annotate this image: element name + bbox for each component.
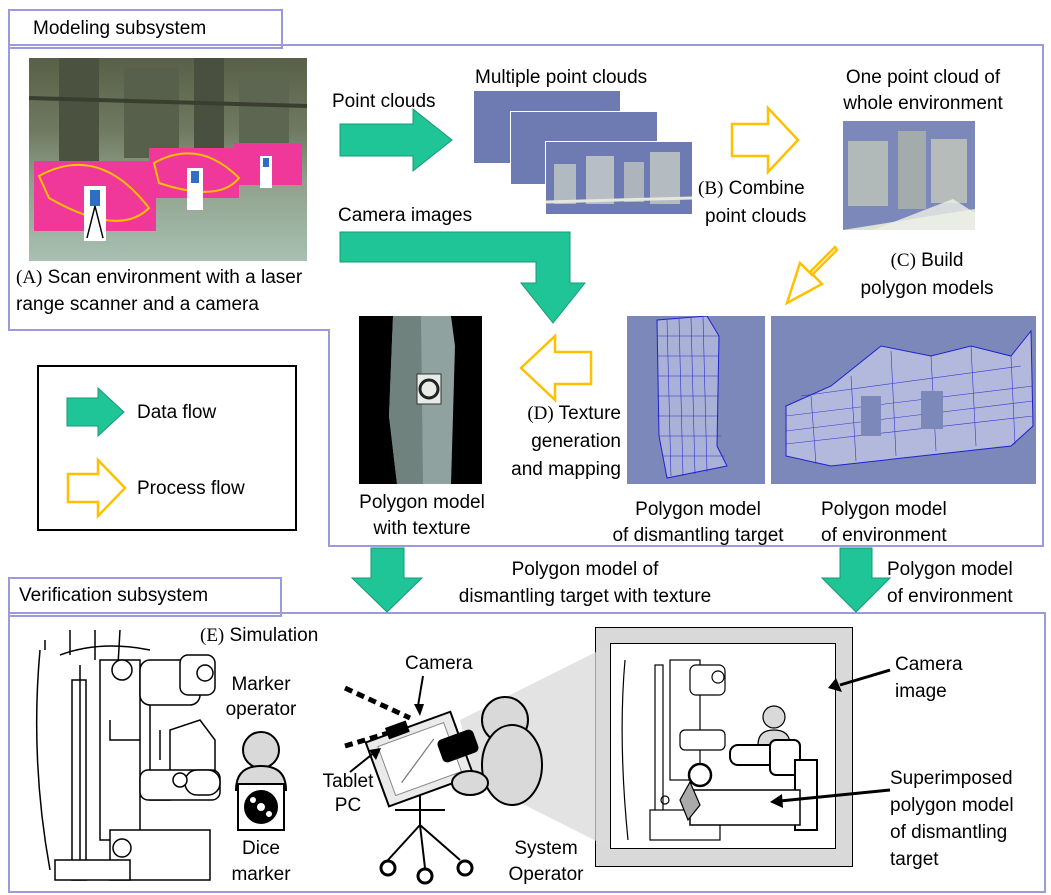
camera-image-line2: image [895,681,947,702]
scan-caption-line2: range scanner and a camera [16,294,259,315]
poly-texture-caption: Polygon model with texture [327,490,517,542]
modeling-title: Modeling subsystem [33,18,207,39]
legend-data-flow-label: Data flow [137,402,217,423]
one-point-cloud-label: One point cloud of whole environment [808,65,1038,117]
scan-caption-line1: Scan environment with a laser [42,267,303,288]
transfer-env-label: Polygon model of environment [887,556,1013,610]
texture-label: (D) Texture generation and mapping [496,400,621,484]
point-clouds-label: Point clouds [332,91,436,112]
poly-target-caption: Polygon model of dismantling target [608,497,788,549]
poly-texture-line2: with texture [373,518,471,539]
build-line1: Build [915,250,964,271]
poly-env-line1: Polygon model [821,499,947,520]
marker-operator-label: Marker operator [216,672,306,722]
marker-operator-line2: operator [225,699,297,720]
verification-title-tab [8,577,282,617]
polygon-with-texture-image [359,316,482,484]
whole-environment-point-cloud [843,121,975,230]
one-point-cloud-line2: whole environment [843,93,1003,114]
simulation-label: (E) Simulation [200,623,318,648]
step-c-marker: (C) [890,250,916,271]
step-a-marker: (A) [16,267,43,288]
poly-env-line2: of environment [821,525,947,546]
superimposed-line1: Superimposed [890,768,1013,789]
scan-caption: (A) Scan environment with a laser range … [16,264,302,318]
polygon-environment-image [771,316,1036,484]
poly-texture-line1: Polygon model [359,492,485,513]
combine-line1: Combine [723,178,805,199]
superimposed-line2: polygon model [890,795,1014,816]
multiple-point-clouds-label: Multiple point clouds [475,67,648,88]
poly-target-line2: of dismantling target [612,525,784,546]
system-operator-line1: System [514,838,578,859]
legend-box [37,365,297,531]
polygon-dismantling-target-image [627,316,765,484]
legend-process-flow-label: Process flow [137,478,245,499]
combine-line2: point clouds [705,206,807,227]
dice-marker-label: Dice marker [221,836,301,888]
tablet-label: Tablet PC [318,770,378,818]
combine-label: (B) Combine point clouds [698,175,806,231]
transfer-env-line2: of environment [887,586,1013,607]
modeling-title-tab [8,9,283,49]
camera-images-label: Camera images [338,205,473,226]
dice-marker-line1: Dice [241,838,280,859]
superimposed-line3: of dismantling [890,822,1008,843]
poly-env-caption: Polygon model of environment [821,497,947,549]
marker-operator-line1: Marker [231,674,291,695]
dice-marker-line2: marker [231,864,291,885]
transfer-target-line1: Polygon model of [511,559,659,580]
point-cloud-image-3 [545,141,693,215]
camera-image-label: Camera image [895,651,963,705]
step-e-marker: (E) [200,625,225,646]
transfer-target-label: Polygon model of dismantling target with… [400,556,770,610]
superimposed-label: Superimposed polygon model of dismantlin… [890,765,1014,873]
step-b-marker: (B) [698,178,724,199]
texture-line2: generation [531,431,621,452]
texture-line3: and mapping [511,459,621,480]
camera-image-inner [610,643,836,849]
scan-environment-photo [29,58,307,261]
camera-image-line1: Camera [895,654,963,675]
texture-line1: Texture [553,403,621,424]
verification-title: Verification subsystem [19,585,209,606]
one-point-cloud-line1: One point cloud of [845,67,1001,88]
camera-label: Camera [405,653,473,674]
superimposed-line4: target [890,849,939,870]
simulation-text: Simulation [224,625,319,646]
transfer-env-line1: Polygon model [887,559,1013,580]
modeling-frame [8,44,1044,547]
tablet-line1: Tablet [322,771,374,792]
transfer-target-line2: dismantling target with texture [458,586,712,607]
build-label: (C) Build polygon models [832,247,1022,303]
step-d-marker: (D) [527,403,554,424]
verification-frame [8,612,1046,893]
system-operator-label: System Operator [496,836,596,888]
system-operator-line2: Operator [508,864,584,885]
poly-target-line1: Polygon model [635,499,761,520]
tablet-line2: PC [334,795,362,816]
build-line2: polygon models [860,278,994,299]
